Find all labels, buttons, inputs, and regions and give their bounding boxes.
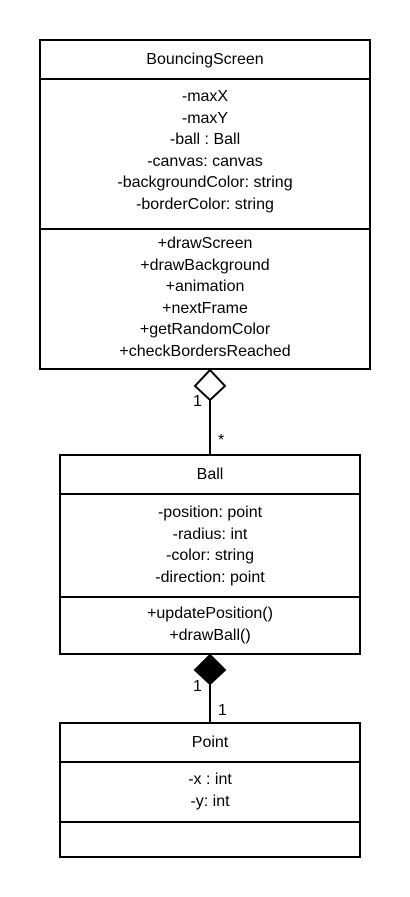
method: +drawBall() (169, 626, 251, 644)
aggregation-relation (193, 368, 227, 455)
attribute: -ball : Ball (169, 131, 241, 148)
method: +checkBordersReached (119, 342, 291, 360)
attributes-section: -maxX -maxY -ball : Ball -canvas: canvas… (41, 78, 369, 228)
aggregation-diamond (193, 368, 227, 402)
class-ball: Ball -position: point -radius: int -colo… (59, 454, 361, 655)
attributes-section: -x : int -y: int (61, 761, 359, 821)
attribute: -canvas: canvas (147, 152, 263, 170)
class-point: Point -x : int -y: int (59, 722, 361, 858)
attribute: -color: string (165, 547, 255, 564)
method: +nextFrame (162, 299, 248, 317)
methods-section: +drawScreen +drawBackground +animation +… (41, 228, 369, 368)
attribute: -position: point (157, 504, 263, 521)
methods-section: +updatePosition() +drawBall() (61, 596, 359, 653)
attribute: -radius: int (172, 525, 248, 543)
attributes-section: -position: point -radius: int -color: st… (61, 493, 359, 596)
class-name: Point (191, 733, 229, 751)
composition-diamond (193, 653, 227, 686)
attribute: -borderColor: string (136, 195, 274, 213)
method: +getRandomColor (139, 321, 271, 338)
methods-section (61, 821, 359, 856)
aggregation-source-multiplicity: 1 (193, 393, 202, 410)
composition-target-multiplicity: 1 (218, 702, 227, 719)
attribute: -backgroundColor: string (117, 174, 293, 191)
class-bouncing-screen: BouncingScreen -maxX -maxY -ball : Ball … (39, 39, 371, 370)
method: +updatePosition() (147, 605, 273, 622)
class-name: BouncingScreen (146, 50, 264, 68)
method: +drawScreen (157, 235, 253, 252)
composition-source-multiplicity: 1 (193, 678, 202, 695)
aggregation-target-multiplicity: * (218, 432, 225, 449)
method: +animation (165, 278, 245, 295)
class-name: Ball (196, 465, 224, 483)
method: +drawBackground (140, 256, 270, 274)
attribute: -maxX (181, 88, 229, 105)
attribute: -y: int (190, 792, 230, 810)
attribute: -x : int (188, 771, 232, 788)
attribute: -direction: point (155, 568, 265, 586)
composition-relation (193, 653, 227, 723)
attribute: -maxY (181, 109, 229, 127)
